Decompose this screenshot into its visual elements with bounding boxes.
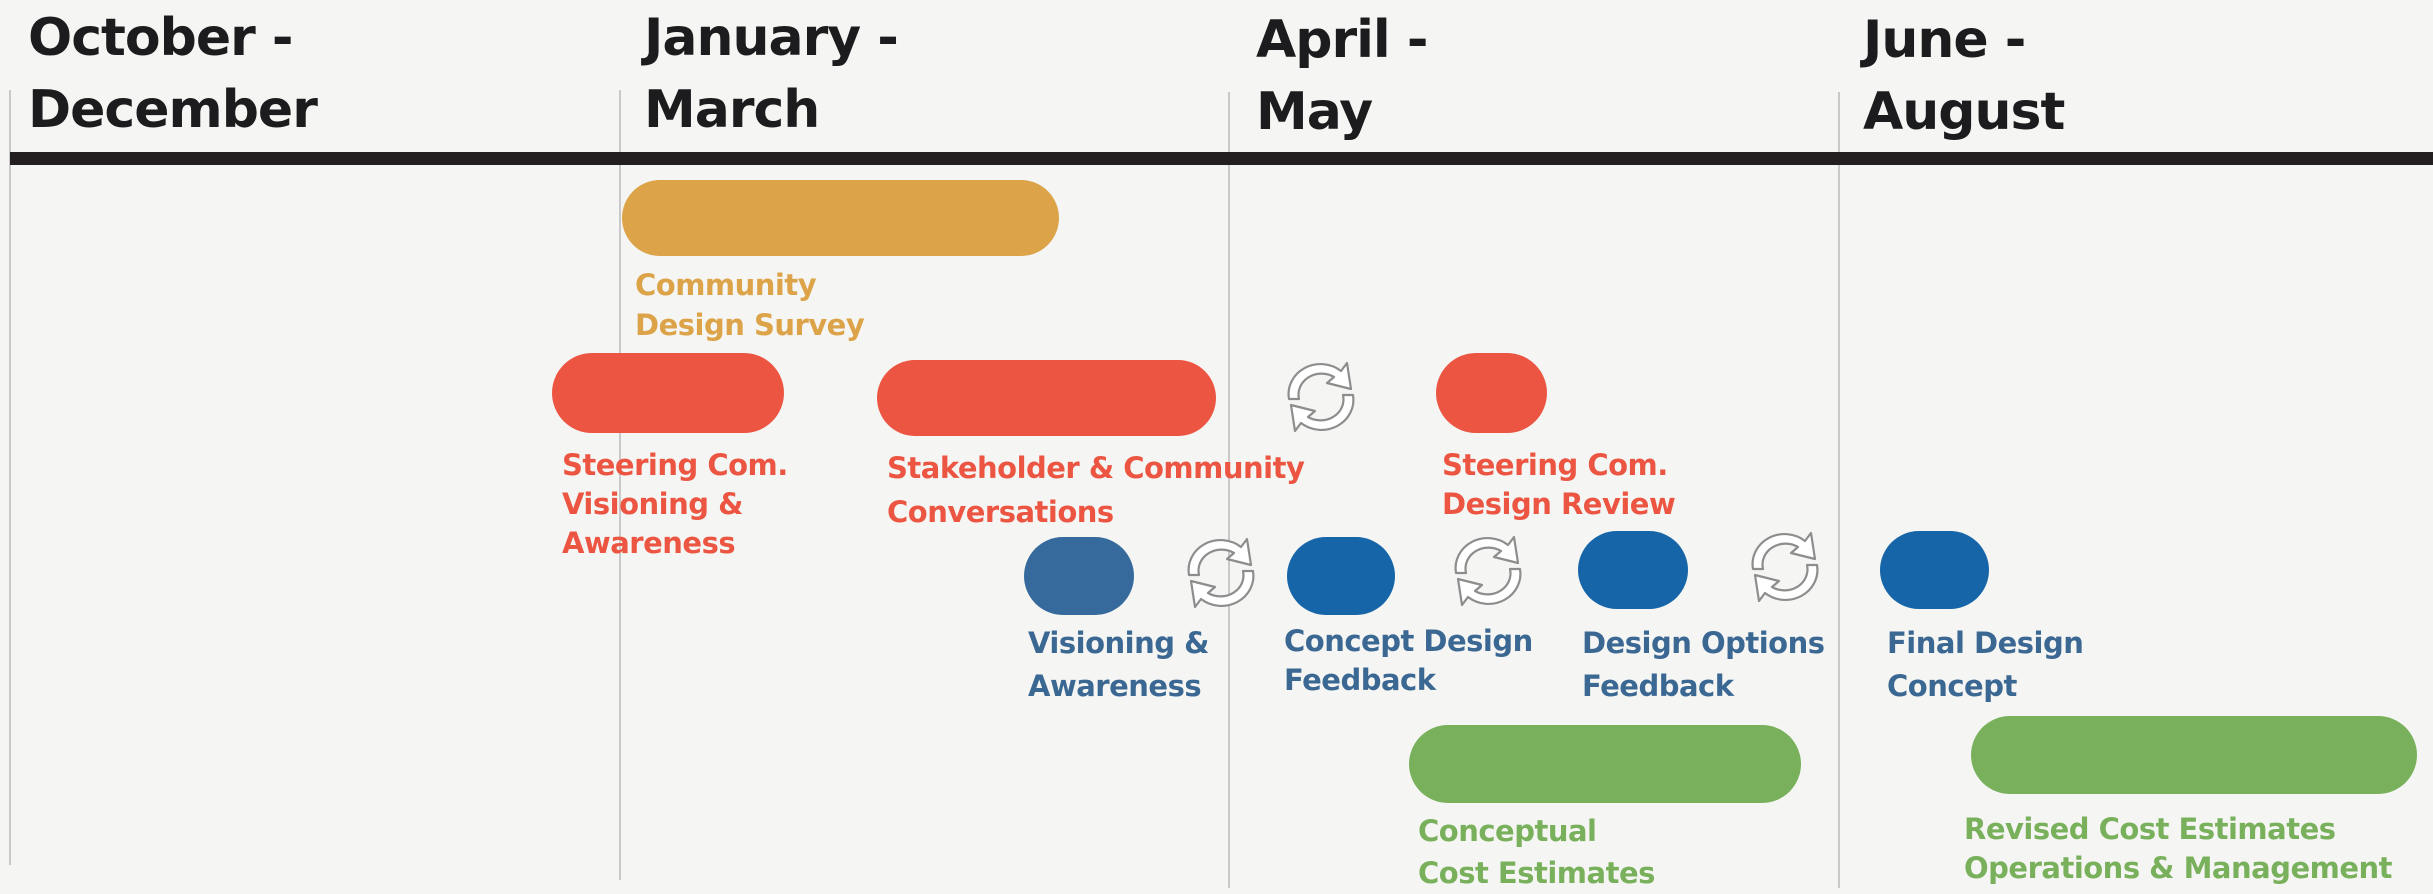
refresh-cycle-icon [1751,531,1819,603]
survey-bar [622,180,1059,256]
concept-design-feedback-label: Concept Design Feedback [1284,624,1533,697]
revised-cost-label: Revised Cost Estimates Operations & Mana… [1964,812,2393,885]
refresh-cycle-icon [1454,535,1522,607]
stakeholder-conversations-bar [877,360,1216,436]
concept-design-feedback-bar [1287,537,1395,615]
design-options-feedback-label: Design Options Feedback [1582,626,1825,703]
revised-cost-bar [1971,716,2417,794]
column-title-jan-mar: January - March [644,8,899,140]
steering-visioning-label: Steering Com. Visioning & Awareness [562,448,788,560]
survey-label: Community Design Survey [635,268,865,342]
steering-design-review-label: Steering Com. Design Review [1442,448,1676,521]
column-divider [1838,92,1840,888]
column-title-jun-aug: June - August [1863,10,2065,142]
column-title-apr-may: April - May [1256,10,1428,142]
refresh-cycle-icon [1287,361,1355,433]
conceptual-cost-bar [1409,725,1801,803]
final-design-concept-bar [1880,531,1989,609]
header-rule [10,152,2433,165]
refresh-cycle-icon [1187,537,1255,609]
steering-design-review-bar [1436,353,1547,433]
final-design-concept-label: Final Design Concept [1887,626,2084,703]
steering-visioning-bar [552,353,784,433]
column-divider [1228,92,1230,888]
conceptual-cost-label: Conceptual Cost Estimates [1418,814,1655,890]
column-divider [9,90,11,865]
column-title-oct-dec: October - December [28,8,318,140]
visioning-awareness-label: Visioning & Awareness [1028,626,1209,703]
visioning-awareness-bar [1024,537,1134,615]
column-divider [619,90,621,880]
stakeholder-conversations-label: Stakeholder & Community Conversations [887,451,1305,529]
design-options-feedback-bar [1578,531,1688,609]
